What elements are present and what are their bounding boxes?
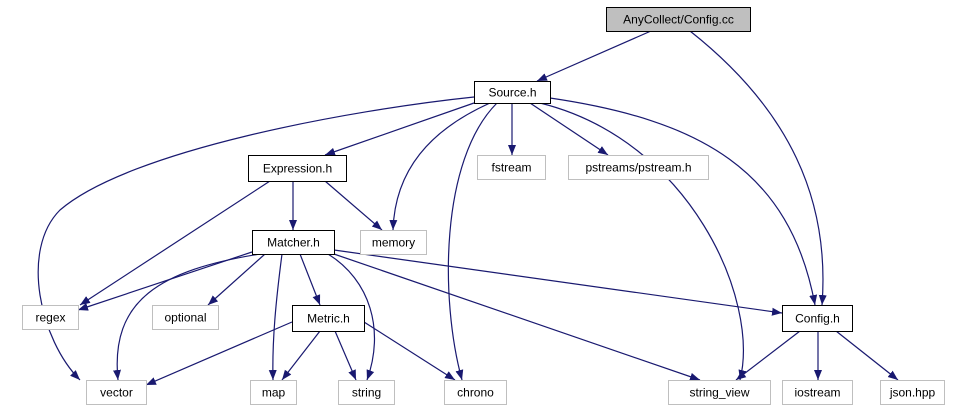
node-box <box>360 230 427 255</box>
node-label: Source.h <box>488 86 536 100</box>
edge-matcher-h-to-map <box>268 253 283 381</box>
node-box <box>248 155 347 182</box>
node-label: Metric.h <box>307 312 350 326</box>
edge-config-h-to-json-hpp <box>835 330 899 381</box>
node-regex: regex <box>22 305 79 330</box>
edge-matcher-h-to-optional <box>207 253 266 306</box>
node-chrono: chrono <box>444 380 507 405</box>
node-config-h[interactable]: Config.h <box>782 305 853 332</box>
node-iostream: iostream <box>782 380 853 405</box>
node-expression-h[interactable]: Expression.h <box>248 155 347 182</box>
edge-source-h-to-chrono <box>447 102 498 381</box>
edge-config-h-to-string-view <box>735 330 801 381</box>
edge-matcher-h-to-config-h <box>333 249 783 316</box>
node-matcher-h[interactable]: Matcher.h <box>252 230 335 255</box>
node-label: vector <box>100 386 133 400</box>
node-box <box>22 305 79 330</box>
edge-matcher-h-to-metric-h <box>299 253 321 306</box>
node-label: map <box>262 386 286 400</box>
node-box <box>668 380 771 405</box>
node-fstream: fstream <box>477 155 546 180</box>
node-string-view: string_view <box>668 380 771 405</box>
node-box <box>444 380 507 405</box>
node-label: iostream <box>794 386 840 400</box>
edge-expression-h-to-regex <box>79 180 271 306</box>
node-label: json.hpp <box>889 386 936 400</box>
edges-layer <box>37 30 899 386</box>
edge-source-h-to-expression-h <box>324 102 475 156</box>
node-label: Matcher.h <box>267 236 320 250</box>
edge-metric-h-to-map <box>281 330 321 381</box>
node-label: Expression.h <box>263 162 332 176</box>
node-box <box>338 380 395 405</box>
edge-metric-h-to-string <box>334 330 357 381</box>
node-json-hpp: json.hpp <box>880 380 945 405</box>
node-memory: memory <box>360 230 427 255</box>
node-box <box>782 305 853 332</box>
node-label: memory <box>372 236 415 250</box>
edge-source-h-to-config-h <box>549 97 818 306</box>
edge-source-h-to-memory <box>389 102 491 231</box>
node-box <box>880 380 945 405</box>
node-label: string_view <box>689 386 749 400</box>
node-metric-h[interactable]: Metric.h <box>292 305 365 332</box>
node-label: Config.h <box>795 312 840 326</box>
edge-source-h-to-string-view <box>539 102 747 381</box>
node-label: fstream <box>491 161 531 175</box>
node-label: optional <box>164 311 206 325</box>
edge-config-cc-to-config-h <box>689 30 827 306</box>
node-label: string <box>352 386 381 400</box>
edge-matcher-h-to-string <box>327 253 376 381</box>
node-label: AnyCollect/Config.cc <box>623 13 734 27</box>
node-config-cc[interactable]: AnyCollect/Config.cc <box>606 7 751 32</box>
node-pstream-h: pstreams/pstream.h <box>568 155 709 180</box>
node-label: chrono <box>457 386 494 400</box>
node-string: string <box>338 380 395 405</box>
node-box <box>477 155 546 180</box>
edge-expression-h-to-memory <box>324 180 383 231</box>
node-map: map <box>250 380 297 405</box>
node-box <box>250 380 297 405</box>
node-label: pstreams/pstream.h <box>585 161 691 175</box>
edge-source-h-to-pstream-h <box>529 102 609 156</box>
node-box <box>606 7 751 32</box>
node-source-h[interactable]: Source.h <box>474 81 551 104</box>
edge-config-cc-to-source-h <box>536 30 652 82</box>
edge-matcher-h-to-vector <box>113 253 261 381</box>
node-optional: optional <box>152 305 219 330</box>
node-box <box>152 305 219 330</box>
node-vector: vector <box>86 380 147 405</box>
node-box <box>86 380 147 405</box>
edge-metric-h-to-chrono <box>363 321 456 381</box>
node-label: regex <box>35 311 65 325</box>
nodes-layer: AnyCollect/Config.ccSource.hExpression.h… <box>22 7 945 405</box>
node-box <box>292 305 365 332</box>
edge-matcher-h-to-string-view <box>333 253 701 381</box>
node-box <box>252 230 335 255</box>
node-box <box>782 380 853 405</box>
edge-metric-h-to-vector <box>145 321 293 386</box>
node-box <box>568 155 709 180</box>
node-box <box>474 81 551 104</box>
